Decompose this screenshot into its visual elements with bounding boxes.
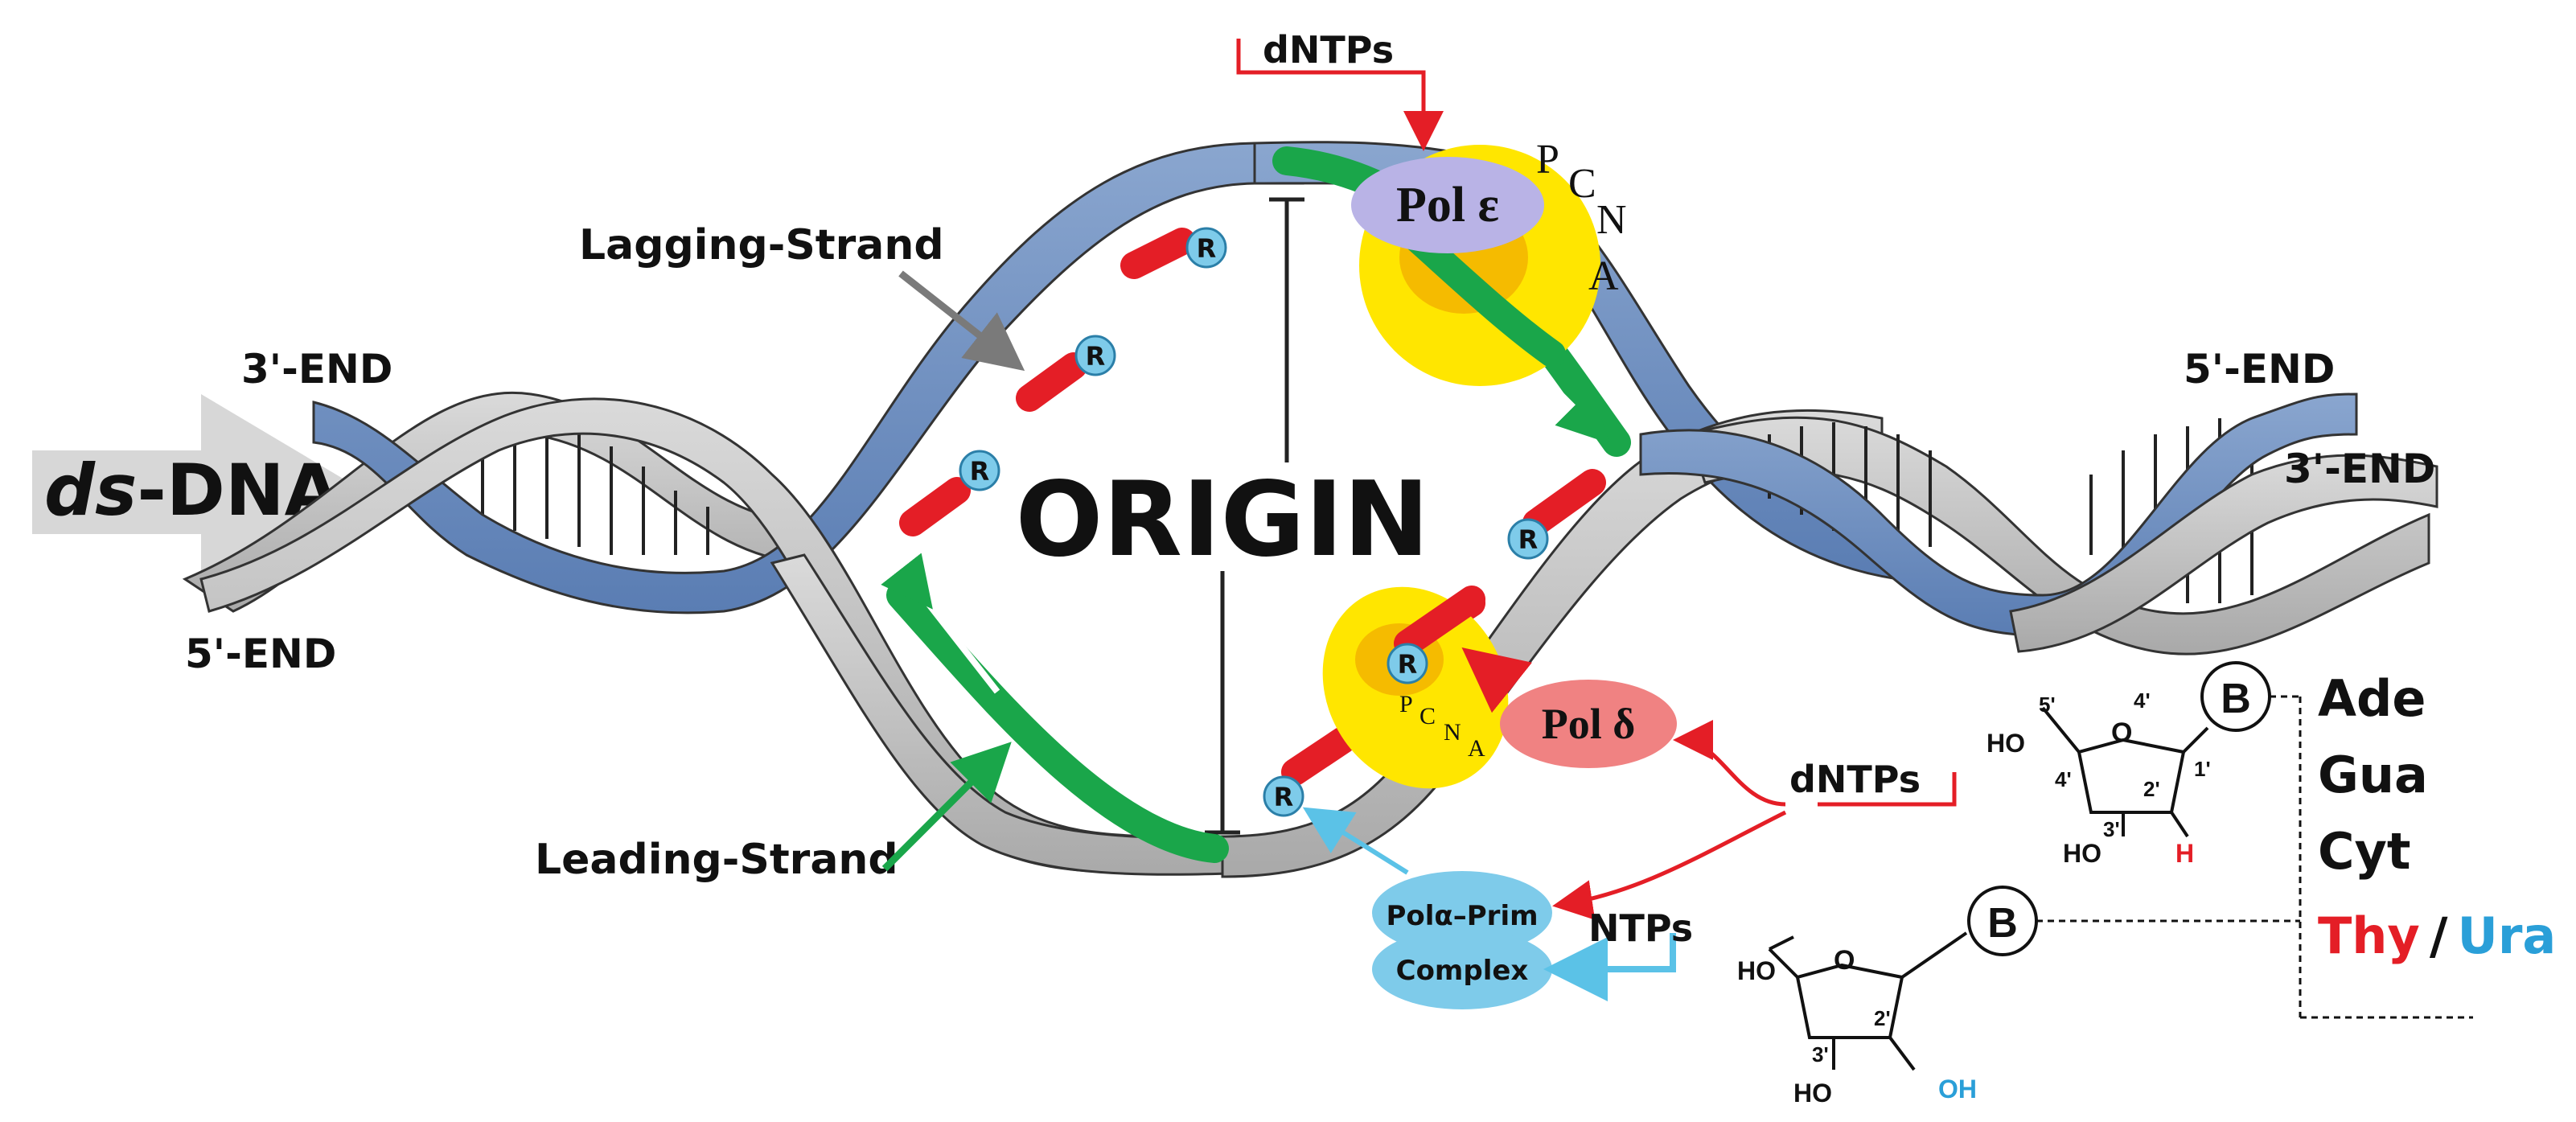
primer-r: R (1274, 782, 1294, 812)
lagging-label-group: Lagging-Strand (579, 221, 1025, 372)
right-bottom-end-label: 3'-END (2284, 446, 2435, 492)
left-top-end-label: 3'-END (241, 346, 392, 392)
base-ade: Ade (2318, 669, 2426, 728)
okazaki-fragment: R (1263, 726, 1357, 817)
ntps-label: NTPs (1588, 906, 1693, 950)
deoxyribose-structure (2041, 706, 2209, 838)
origin-marker: ORIGIN (1016, 197, 1430, 835)
okazaki-fragment: R (899, 450, 1000, 536)
left-bottom-end-label: 5'-END (185, 631, 336, 677)
deoxy-c4: 4' (2055, 767, 2072, 791)
pol-epsilon-ellipse (1351, 157, 1544, 253)
primer-r: R (1086, 341, 1106, 372)
ribo-ho3: HO (1793, 1079, 1832, 1108)
primer-r: R (1518, 524, 1539, 555)
pol-alpha-complex: Polα–Prim Complex (1302, 807, 1552, 1009)
dntps-top: dNTPs (1236, 28, 1444, 151)
pol-delta-label: Pol δ (1542, 700, 1636, 748)
right-helix (1639, 392, 2438, 656)
ribo-c3: 3' (1812, 1042, 1829, 1067)
lagging-strand-label: Lagging-Strand (579, 221, 944, 269)
ds-label: ds (44, 449, 137, 532)
ribose-structure (1768, 931, 1968, 1071)
ribo-oh2: OH (1938, 1075, 1977, 1104)
pcna-top-c: C (1568, 161, 1596, 207)
pol-alpha-line2: Complex (1396, 955, 1529, 987)
svg-text:Thy/Ura: Thy/Ura (2318, 906, 2556, 965)
pcna-top-a: A (1588, 253, 1619, 299)
pcna-top-n: N (1596, 197, 1627, 243)
ribo-ho5: HO (1737, 956, 1776, 985)
deoxy-c2: 2' (2143, 777, 2160, 801)
base-thy: Thy (2318, 906, 2420, 965)
pol-delta-ellipse (1500, 680, 1677, 768)
base-ura: Ura (2458, 906, 2557, 965)
deoxy-c3: 3' (2103, 817, 2120, 841)
svg-text:ds-DNA: ds-DNA (44, 449, 339, 532)
deoxy-o: O (2111, 717, 2132, 748)
dntps-mid-label: dNTPs (1789, 758, 1921, 801)
ntps: NTPs (1543, 906, 1693, 1001)
origin-label: ORIGIN (1016, 460, 1430, 580)
deoxy-h2: H (2175, 839, 2194, 868)
base-slash: / (2430, 906, 2448, 965)
pol-epsilon-complex: Pol ε P C N A (1351, 137, 1627, 386)
base-gua: Gua (2318, 746, 2428, 804)
pcna-bottom-n: N (1444, 719, 1461, 746)
pol-delta-complex: R P C N A Pol δ (1322, 586, 1677, 789)
deoxy-c4o: 4' (2134, 688, 2151, 713)
primer-r: R (1398, 649, 1418, 680)
right-top-end-label: 5'-END (2184, 346, 2335, 392)
deoxy-ho5: HO (1986, 729, 2025, 758)
ribo-o: O (1834, 945, 1855, 976)
okazaki-fragment: R (1120, 227, 1227, 279)
deoxy-c1: 1' (2194, 757, 2211, 781)
pol-alpha-line1: Polα–Prim (1386, 900, 1538, 932)
okazaki-fragment: R (1016, 335, 1116, 412)
pcna-top-p: P (1536, 137, 1559, 183)
primer-r: R (1197, 233, 1217, 264)
base-list: Ade Gua Cyt Thy/Ura (2318, 669, 2556, 965)
dntps-middle: dNTPs (1552, 720, 1957, 920)
base-b-bottom: B (1987, 900, 2018, 947)
deoxy-c5: 5' (2039, 693, 2056, 717)
base-cyt: Cyt (2318, 822, 2411, 881)
ribo-c2: 2' (1874, 1006, 1891, 1030)
deoxy-ho3: HO (2063, 839, 2101, 868)
pcna-bottom-p: P (1399, 691, 1413, 717)
base-connectors (2036, 695, 2473, 1019)
primer-r: R (970, 456, 990, 487)
leading-strand-label: Leading-Strand (535, 836, 898, 884)
pcna-bottom-c: C (1419, 703, 1436, 730)
dntps-top-label: dNTPs (1263, 28, 1394, 72)
leading-label-group: Leading-Strand (535, 742, 1012, 884)
okazaki-fragment: R (1507, 469, 1606, 560)
base-b-top: B (2221, 676, 2251, 722)
pol-epsilon-label: Pol ε (1396, 178, 1499, 232)
pcna-bottom-a: A (1468, 735, 1485, 762)
